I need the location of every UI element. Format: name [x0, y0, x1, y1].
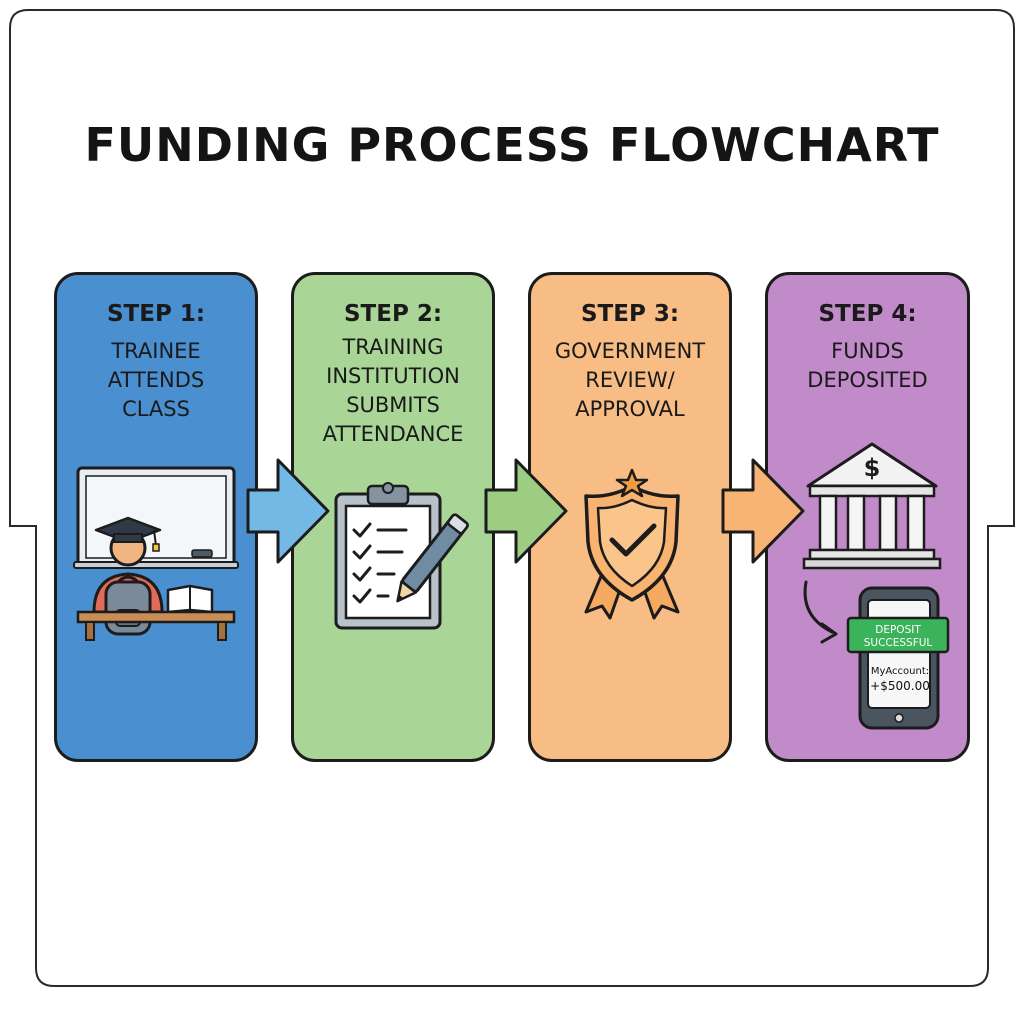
step-4-description: FUNDS DEPOSITED: [768, 337, 967, 395]
step-1-label: STEP 1:: [106, 301, 206, 327]
step-3-description: GOVERNMENT REVIEW/ APPROVAL: [531, 337, 729, 424]
page-title: FUNDING PROCESS FLOWCHART: [84, 118, 940, 172]
step-1-line-2: ATTENDS: [107, 368, 205, 392]
arrow-step-1-to-2: [246, 458, 330, 564]
deposit-account-label: MyAccount:: [871, 666, 929, 677]
shield-badge-check-icon: [584, 468, 680, 620]
bank-phone-deposit-icon: $ DEPOSIT SUCCESSFUL MyAccount: +$500.00: [802, 442, 950, 730]
step-3-line-2: REVIEW/: [585, 368, 675, 392]
deposit-amount: +$500.00: [870, 679, 930, 693]
step-2-label: STEP 2:: [343, 301, 443, 327]
step-1-description: TRAINEE ATTENDS CLASS: [57, 337, 255, 424]
step-3-label: STEP 3:: [580, 301, 680, 327]
deposit-status-line-2: SUCCESSFUL: [864, 637, 933, 649]
step-2-line-3: SUBMITS: [346, 393, 440, 417]
step-1-line-1: TRAINEE: [111, 339, 201, 363]
step-4-line-1: FUNDS: [831, 339, 904, 363]
clipboard-checklist-icon: [334, 482, 469, 630]
arrow-step-2-to-3: [484, 458, 568, 564]
step-1-line-3: CLASS: [122, 397, 190, 421]
classroom-student-icon: [73, 466, 239, 641]
step-2-line-2: INSTITUTION: [326, 364, 460, 388]
dollar-sign-icon: $: [864, 454, 881, 482]
deposit-status-line-1: DEPOSIT: [875, 624, 921, 636]
step-2-line-1: TRAINING: [342, 335, 444, 359]
step-2-description: TRAINING INSTITUTION SUBMITS ATTENDANCE: [294, 333, 492, 449]
step-2-line-4: ATTENDANCE: [322, 422, 464, 446]
step-4-line-2: DEPOSITED: [807, 368, 928, 392]
step-3-line-3: APPROVAL: [575, 397, 685, 421]
arrow-step-3-to-4: [721, 458, 805, 564]
step-3-line-1: GOVERNMENT: [554, 339, 706, 363]
step-4-label: STEP 4:: [818, 301, 917, 327]
